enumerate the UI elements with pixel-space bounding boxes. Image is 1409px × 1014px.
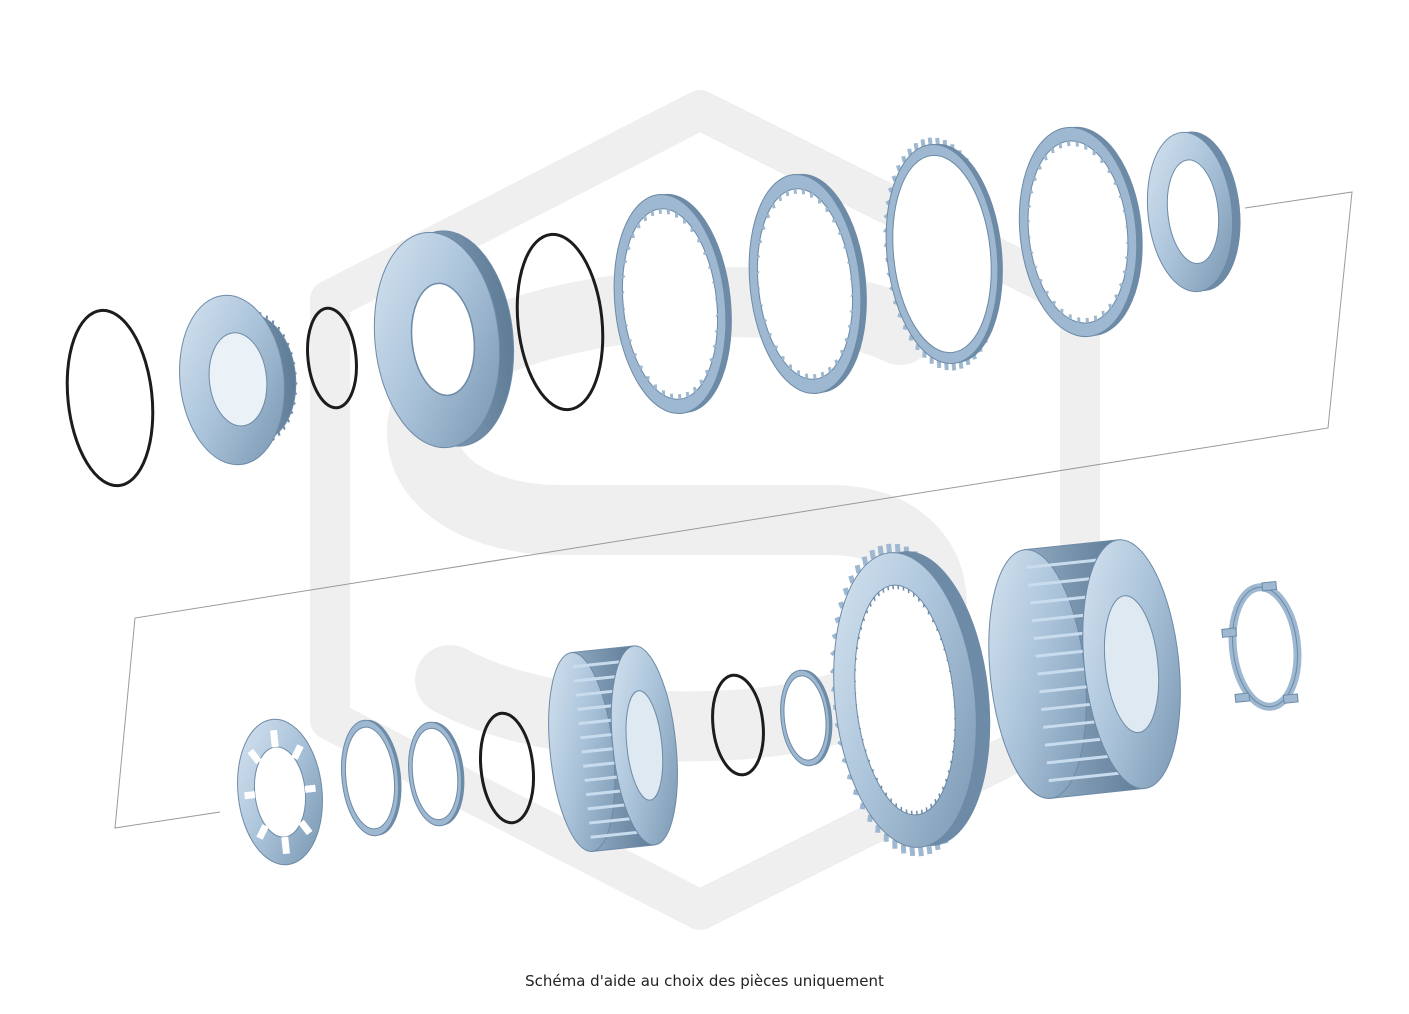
clutch-plate-1: [613, 193, 732, 415]
thrust-washer-2: [408, 721, 465, 827]
clutch-plate-3: [1018, 126, 1143, 338]
seal-ring: [515, 232, 605, 412]
wave-spring: [479, 711, 535, 825]
thrust-washer-3: [780, 669, 833, 767]
clutch-plate-2: [748, 173, 867, 395]
retainer-plate: [237, 718, 323, 866]
ring-gear: [829, 543, 991, 857]
frame-lines: [114, 191, 1353, 829]
snap-ring-small: [306, 306, 358, 410]
pressure-plate: [1146, 131, 1241, 293]
parts-layer: [65, 126, 1302, 866]
clutch-drum-large: [988, 539, 1181, 799]
snap-ring-large: [65, 308, 155, 488]
carrier-plate: [1221, 580, 1302, 711]
snap-ring-2: [711, 673, 765, 777]
clutch-hub-with-gear: [179, 294, 298, 466]
caption-text: Schéma d'aide au choix des pièces unique…: [525, 972, 884, 990]
friction-disc: [883, 137, 1003, 371]
thrust-washer-1: [341, 719, 402, 837]
piston: [373, 230, 515, 449]
clutch-drum-small: [548, 645, 678, 853]
